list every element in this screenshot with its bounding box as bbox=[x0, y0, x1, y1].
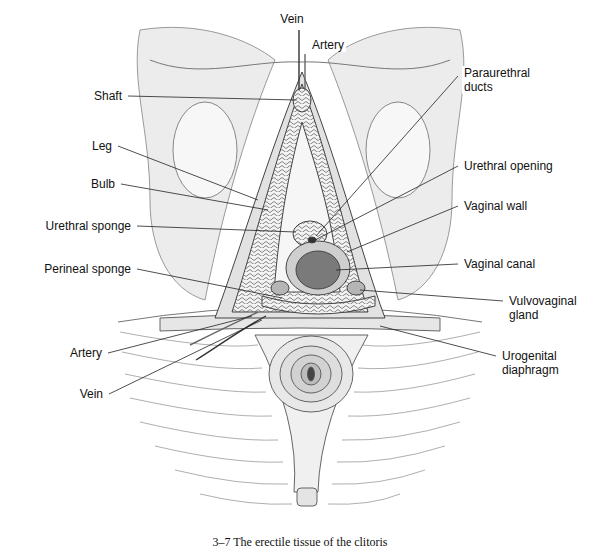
figure-caption: 3–7 The erectile tissue of the clitoris bbox=[210, 535, 389, 549]
blood-vessels bbox=[190, 30, 305, 360]
part-label: Urethral sponge bbox=[44, 219, 133, 233]
part-label: Artery bbox=[68, 346, 104, 360]
leader-lines bbox=[108, 76, 503, 394]
part-label: Vein bbox=[278, 12, 305, 26]
part-label: Urethral opening bbox=[462, 159, 555, 173]
part-label: Paraurethral ducts bbox=[462, 66, 552, 94]
part-label: Leg bbox=[90, 139, 114, 153]
part-label: Shaft bbox=[92, 89, 124, 103]
thigh-shading bbox=[137, 27, 464, 300]
anal-sphincter bbox=[255, 335, 368, 506]
part-label: Artery bbox=[310, 38, 346, 52]
pelvic-muscle bbox=[120, 332, 480, 504]
part-label: Vein bbox=[78, 387, 105, 401]
erectile-tissue bbox=[215, 72, 385, 318]
skin-outline bbox=[118, 60, 482, 322]
part-label: Bulb bbox=[89, 177, 117, 191]
part-label: Vaginal canal bbox=[462, 257, 537, 271]
part-label: Vaginal wall bbox=[462, 199, 529, 213]
part-label: Perineal sponge bbox=[42, 262, 133, 276]
part-label: Urogenital diaphragm bbox=[500, 349, 594, 377]
part-label: Vulvovaginal gland bbox=[507, 294, 595, 322]
